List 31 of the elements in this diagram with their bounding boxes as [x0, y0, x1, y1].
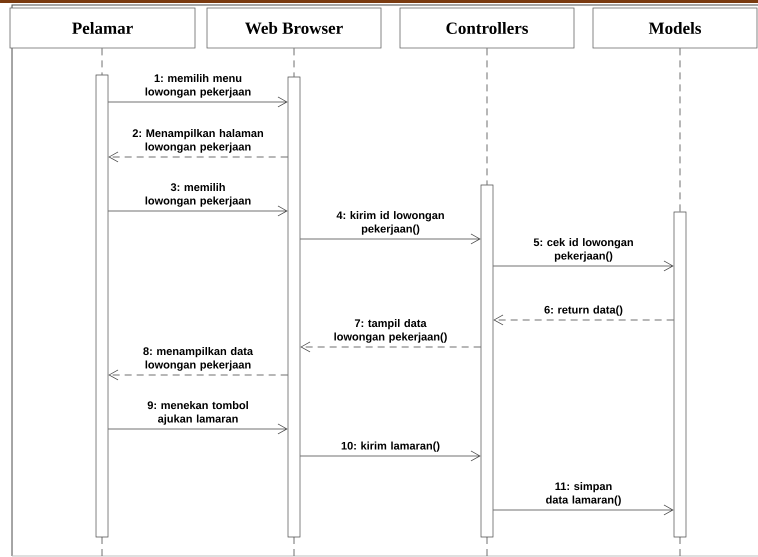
- message-label: 6: return data(): [544, 306, 622, 316]
- lifeline: [486, 48, 488, 186]
- message-arrow: [300, 450, 481, 462]
- message-arrow: [493, 314, 674, 326]
- message-label: 8: menampilkan data lowongan pekerjaan: [143, 347, 254, 371]
- message-arrow: [108, 206, 288, 216]
- activation-bar: [96, 74, 108, 538]
- message-arrow: [108, 96, 288, 108]
- message-arrow: [108, 152, 288, 162]
- message-arrow: [493, 504, 674, 516]
- lifeline-header: Models: [592, 8, 758, 48]
- message-label: 7: tampil data lowongan pekerjaan(): [334, 319, 447, 343]
- lifeline-header: Web Browser: [206, 8, 382, 48]
- message-label: 2: Menampilkan halaman lowongan pekerjaan: [132, 129, 264, 153]
- activation-bar: [480, 184, 494, 538]
- message-label: 11: simpan data lamaran(): [546, 482, 621, 506]
- message-label: 9: menekan tombol ajukan lamaran: [148, 401, 248, 425]
- message-arrow: [493, 260, 674, 272]
- message-label: 4: kirim id lowongan pekerjaan(): [336, 211, 444, 235]
- message-arrow: [300, 342, 481, 352]
- message-label: 3: memilih lowongan pekerjaan: [146, 183, 250, 207]
- message-label: 10: kirim lamaran(): [342, 442, 440, 452]
- lifeline-header: Controllers: [400, 8, 574, 48]
- lifeline-header: Pelamar: [10, 8, 196, 48]
- message-label: 1: memilih menu lowongan pekerjaan: [146, 74, 250, 98]
- activation-bar: [674, 212, 686, 538]
- message-arrow: [108, 424, 288, 434]
- message-arrow: [108, 370, 288, 380]
- message-label: 5: cek id lowongan pekerjaan(): [534, 238, 633, 262]
- message-arrow: [300, 234, 481, 244]
- activation-bar: [288, 76, 300, 538]
